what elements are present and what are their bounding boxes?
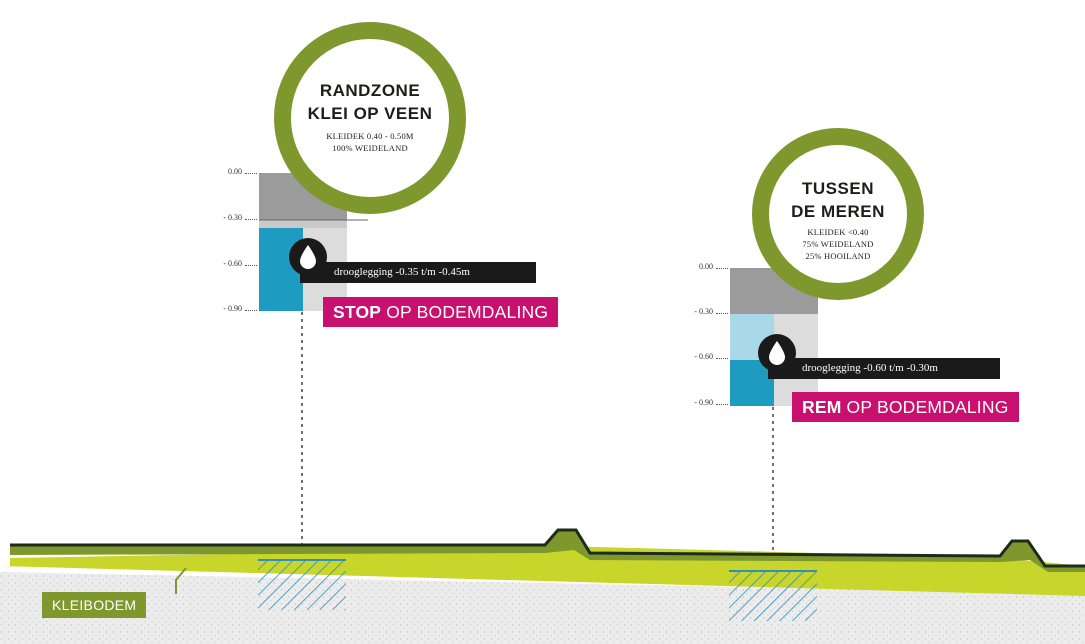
measure-text: OP BODEMDALING (381, 302, 549, 322)
depth-label: - 0.60 (223, 259, 242, 268)
water-drop-icon (758, 334, 796, 372)
depth-label: - 0.90 (694, 398, 713, 407)
zone-label-circle-randzone: RANDZONE KLEI OP VEEN KLEIDEK 0.40 - 0.5… (274, 22, 466, 214)
peat-pocket-2 (729, 571, 817, 621)
depth-tick (716, 313, 728, 314)
depth-label: 0.00 (699, 262, 713, 271)
zone-title: TUSSEN DE MEREN (791, 179, 885, 221)
measure-tag-stop: STOP OP BODEMDALING (323, 297, 559, 327)
measure-keyword: STOP (333, 302, 382, 322)
depth-label: - 0.90 (223, 304, 242, 313)
depth-label: - 0.30 (223, 213, 242, 222)
depth-label: 0.00 (228, 167, 242, 176)
drooglegging-tag: drooglegging -0.35 t/m -0.45m (300, 262, 536, 283)
surface-layer (10, 530, 1085, 572)
depth-label: - 0.30 (694, 307, 713, 316)
measure-keyword: REM (802, 397, 842, 417)
ground-label-kleibodem: KLEIBODEM (42, 592, 147, 618)
depth-tick (245, 310, 257, 311)
depth-tick (245, 219, 257, 220)
depth-label: - 0.60 (694, 352, 713, 361)
measure-tag-rem: REM OP BODEMDALING (792, 392, 1019, 422)
zone-title: RANDZONE KLEI OP VEEN (307, 81, 433, 123)
measure-text: OP BODEMDALING (841, 397, 1009, 417)
depth-tick (245, 265, 257, 266)
zone-label-circle-tussen-de-meren: TUSSEN DE MEREN KLEIDEK <0.40 75% WEIDEL… (752, 128, 924, 300)
zone-subtitle: KLEIDEK <0.40 75% WEIDELAND 25% HOOILAND (802, 227, 874, 261)
water-drop-icon (289, 238, 327, 276)
drooglegging-tag: drooglegging -0.60 t/m -0.30m (768, 358, 1000, 379)
peat-pocket-1 (258, 560, 346, 610)
depth-tick (716, 358, 728, 359)
zone-subtitle: KLEIDEK 0.40 - 0.50M 100% WEIDELAND (326, 131, 414, 153)
depth-tick (716, 404, 728, 405)
depth-tick (716, 268, 728, 269)
depth-tick (245, 173, 257, 174)
surface-line (10, 528, 1085, 568)
